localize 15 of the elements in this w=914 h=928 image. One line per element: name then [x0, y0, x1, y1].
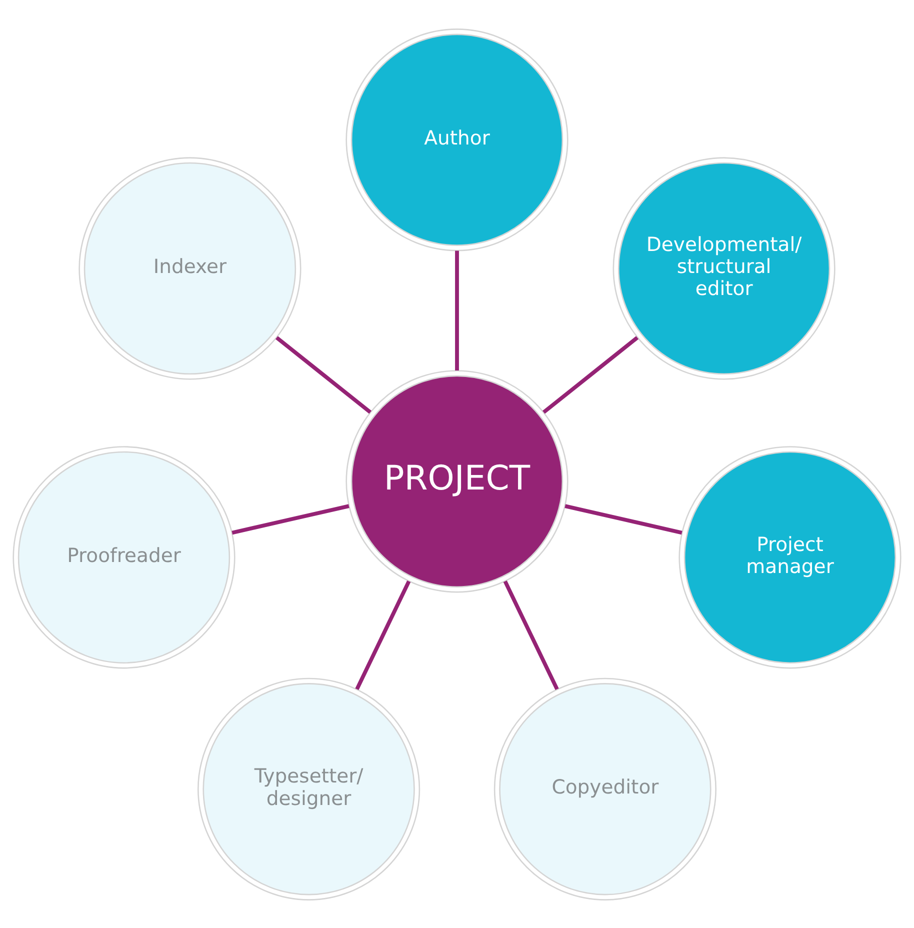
- node-circle: Proofreader: [12, 446, 236, 668]
- connector: [275, 336, 372, 414]
- connector: [542, 336, 639, 414]
- node-circle: Copyeditor: [494, 677, 716, 900]
- connector: [503, 580, 559, 690]
- node-circle: Indexer: [78, 156, 302, 380]
- node-circle: PROJECT: [346, 370, 568, 592]
- node-circle: Project manager: [678, 446, 902, 668]
- connector: [355, 580, 411, 690]
- node-circle: Typesetter/ designer: [198, 677, 420, 900]
- connector: [564, 504, 682, 534]
- node-circle: Developmental/ structural editor: [612, 156, 836, 380]
- connector: [232, 504, 350, 534]
- connector: [455, 250, 459, 370]
- node-circle: Author: [346, 28, 568, 251]
